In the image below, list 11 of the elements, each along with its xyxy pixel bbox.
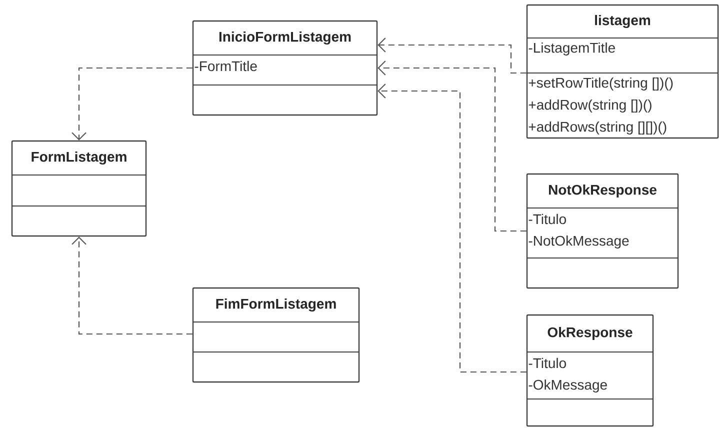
class-box: InicioFormListagem -FormTitle: [192, 20, 378, 116]
class-box: FormListagem: [11, 140, 147, 237]
dependency-arrow: [378, 84, 526, 373]
dependency-arrow: [378, 60, 526, 232]
class-box: FimFormListagem: [192, 287, 360, 383]
dependency-arrow: [72, 236, 192, 335]
dependency-arrow: [378, 38, 526, 74]
class-box: OkResponse -Titulo -OkMessage: [526, 314, 654, 427]
dependency-arrow: [72, 67, 192, 140]
class-box: NotOkResponse -Titulo -NotOkMessage: [526, 173, 679, 289]
class-box: listagem -ListagemTitle +setRowTitle(string [])() +addRow(string [])() +addRows(string [][])(): [526, 4, 719, 139]
